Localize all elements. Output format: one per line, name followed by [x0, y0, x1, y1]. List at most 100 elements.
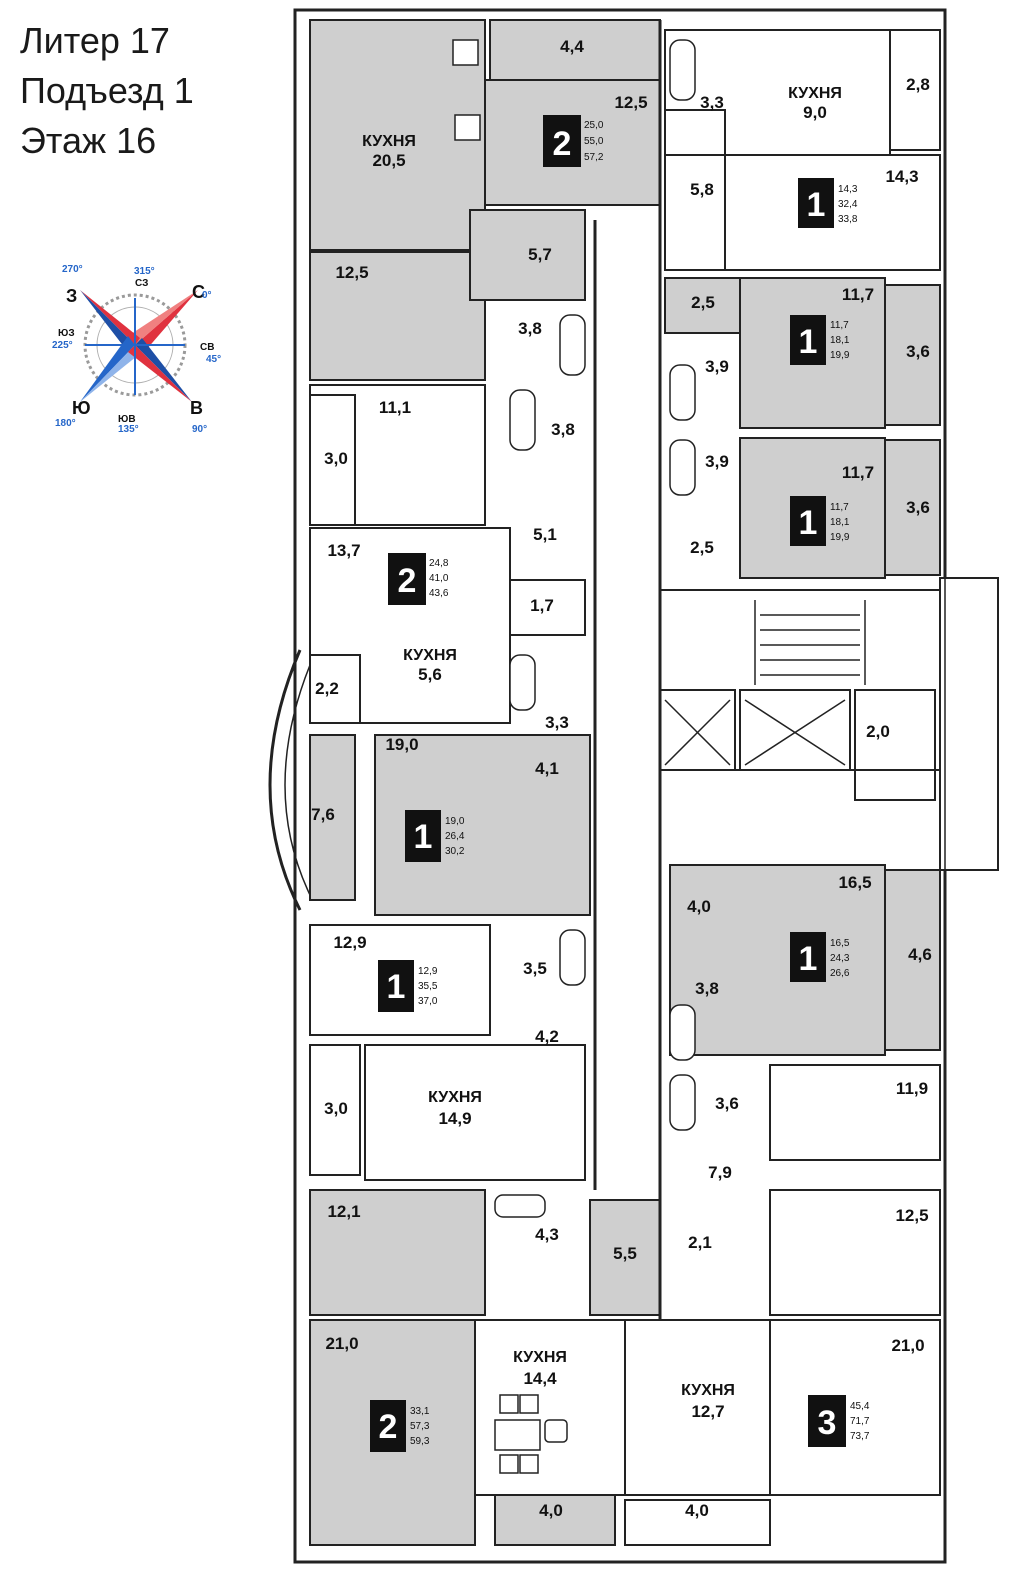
apartment-badge[interactable]: 2 24,8 41,0 43,6: [388, 553, 449, 605]
apartment-rooms: 3: [818, 1404, 837, 1442]
apartment-rooms: 1: [799, 323, 818, 361]
area-label: 2,5: [691, 293, 715, 312]
apartment-badge[interactable]: 1 12,9 35,5 37,0: [378, 960, 438, 1012]
apartment-area-full: 19,9: [830, 532, 850, 543]
area-label: 5,7: [528, 245, 552, 264]
area-label: 3,3: [545, 713, 569, 732]
kitchen-label: КУХНЯ: [403, 647, 457, 664]
area-label: 3,6: [906, 498, 930, 517]
area-label: 4,6: [908, 945, 932, 964]
apartment-rooms: 1: [387, 968, 406, 1006]
area-label: 4,2: [535, 1027, 559, 1046]
apartment-badge[interactable]: 1 16,5 24,3 26,6: [790, 932, 850, 982]
compass-north: С: [192, 282, 205, 302]
apartment-area-full: 59,3: [410, 1436, 430, 1447]
compass-se: ЮВ: [118, 414, 136, 425]
area-label: 2,1: [688, 1233, 712, 1252]
apartment-badge[interactable]: 1 11,7 18,1 19,9: [790, 315, 850, 365]
room-walls: [309, 20, 941, 1546]
apartment-area-full: 26,6: [830, 968, 850, 979]
apartment-area-living: 33,1: [410, 1406, 430, 1417]
area-label: 12,9: [333, 933, 366, 952]
compass-deg-sw: 225°: [52, 340, 73, 351]
apartment-area-living: 11,7: [830, 320, 849, 331]
area-label: 2,5: [690, 538, 714, 557]
area-label: 19,0: [385, 735, 418, 754]
compass-deg-w: 270°: [62, 264, 83, 275]
area-labels: 4,4 1 2,5 3,3 2,8 5,8 1 4,3 5,7 1 2,5 3,8 2…: [311, 37, 932, 1520]
apartment-area-full: 57,2: [584, 152, 604, 163]
area-label: 3,8: [551, 420, 575, 439]
apartment-badge[interactable]: 1 19,0 26,4 30,2: [405, 810, 465, 862]
apartment-area-full: 33,8: [838, 214, 858, 225]
area-label: 11,1: [379, 398, 411, 417]
area-label: 3,5: [523, 959, 547, 978]
area-label: 3,8: [518, 319, 542, 338]
area-label: 3,9: [705, 357, 729, 376]
apartment-area-total: 41,0: [429, 573, 449, 584]
apartment-rooms: 2: [379, 1408, 398, 1446]
area-label: 4,3: [535, 1225, 559, 1244]
kitchen-area: 9,0: [803, 103, 827, 122]
area-label: 11,9: [896, 1079, 928, 1098]
apartment-badge[interactable]: 2 25,0 55,0 57,2: [543, 115, 604, 167]
compass-deg-n: 0°: [202, 290, 212, 301]
kitchen-label: КУХНЯ: [513, 1349, 567, 1366]
area-label: 4,4: [560, 37, 584, 56]
area-label: 3,8: [695, 979, 719, 998]
area-label: 7,9: [708, 1163, 732, 1182]
compass-deg-se: 135°: [118, 424, 139, 435]
area-label: 5,8: [690, 180, 714, 199]
apartment-badge[interactable]: 1 14,3 32,4 33,8: [798, 178, 858, 228]
stairs-and-lifts: [664, 600, 866, 766]
kitchen-area: 14,9: [438, 1109, 471, 1128]
apartment-rooms: 1: [414, 818, 433, 856]
area-label: 4,1: [535, 759, 559, 778]
apartment-area-total: 18,1: [830, 517, 850, 528]
area-label: 2,8: [906, 75, 930, 94]
apartment-area-total: 55,0: [584, 136, 604, 147]
apartment-area-full: 43,6: [429, 588, 449, 599]
area-label: 4,0: [685, 1501, 709, 1520]
apartment-area-total: 18,1: [830, 335, 850, 346]
apartment-area-living: 24,8: [429, 558, 449, 569]
apartment-area-living: 16,5: [830, 938, 850, 949]
entrance-label: Подъезд 1: [20, 70, 194, 111]
area-label: 3,3: [700, 93, 724, 112]
fixtures: [452, 39, 696, 1474]
apartment-badge[interactable]: 2 33,1 57,3 59,3: [370, 1400, 430, 1452]
apartment-badge[interactable]: 3 45,4 71,7 73,7: [808, 1395, 870, 1447]
compass-deg-ne: 45°: [206, 354, 221, 365]
apartment-area-total: 24,3: [830, 953, 850, 964]
apartment-area-full: 73,7: [850, 1431, 870, 1442]
compass-nw: СЗ: [135, 278, 148, 289]
area-label: 4,0: [687, 897, 711, 916]
area-label: 11,7: [842, 463, 874, 482]
compass-deg-nw: 315°: [134, 266, 155, 277]
kitchen-label: КУХНЯ: [681, 1382, 735, 1399]
apartment-area-total: 35,5: [418, 981, 438, 992]
compass-west: З: [66, 286, 77, 306]
area-label: 4,0: [539, 1501, 563, 1520]
area-label: 1,7: [530, 596, 554, 615]
apartment-rooms: 2: [398, 562, 417, 600]
apartment-rooms: 1: [807, 186, 826, 224]
compass-south: Ю: [72, 398, 91, 418]
apartment-badge[interactable]: 1 11,7 18,1 19,9: [790, 496, 850, 546]
compass-ne: СВ: [200, 342, 214, 353]
compass-deg-s: 180°: [55, 418, 76, 429]
area-label: 3,0: [324, 1099, 348, 1118]
area-label: 2,2: [315, 679, 339, 698]
floor-label: Этаж 16: [20, 120, 157, 161]
building-label: Литер 17: [20, 20, 170, 61]
kitchen-label: КУХНЯ: [428, 1089, 482, 1106]
area-label: 3,6: [906, 342, 930, 361]
apartment-rooms: 1: [799, 504, 818, 542]
area-label: 21,0: [891, 1336, 924, 1355]
area-label: 21,0: [325, 1334, 358, 1353]
area-label: 2,0: [866, 722, 890, 741]
apartment-area-total: 32,4: [838, 199, 858, 210]
compass-deg-e: 90°: [192, 424, 207, 435]
apartment-area-full: 30,2: [445, 846, 465, 857]
